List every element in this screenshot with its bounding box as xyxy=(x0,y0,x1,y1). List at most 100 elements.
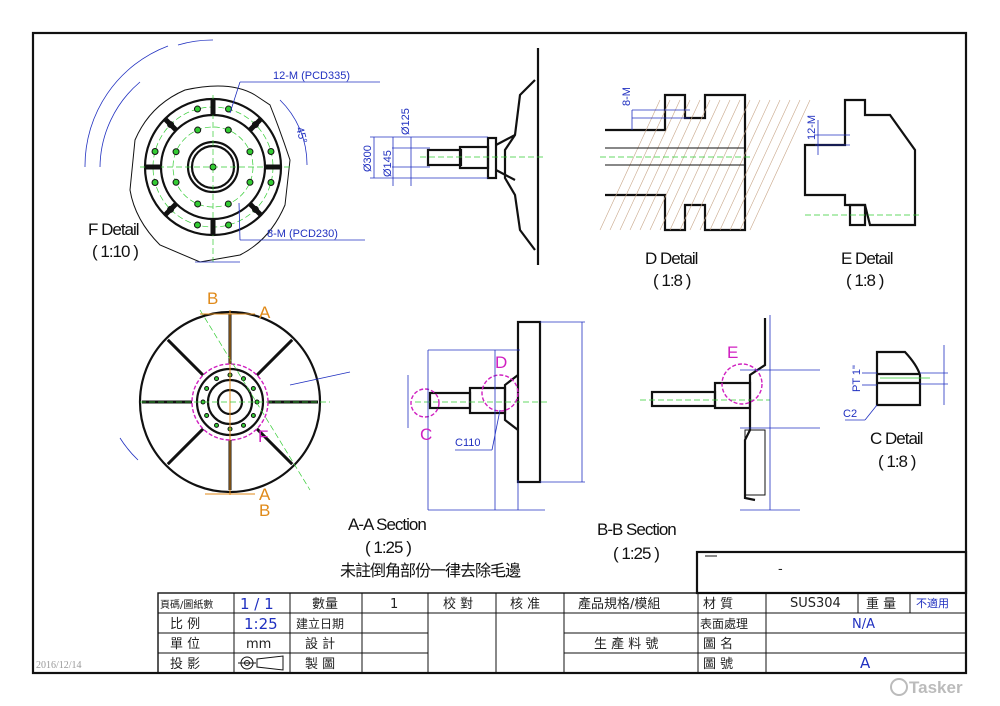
check-label: 校 對 xyxy=(443,596,473,612)
drawing-name-label: 圖 名 xyxy=(703,636,733,652)
bolt-hole-pcd230 xyxy=(172,178,180,186)
dim-145: Ø145 xyxy=(382,150,394,177)
bb-section-view: E B-B Section ( 1:25 ) xyxy=(597,315,820,563)
aa-section-title: A-A Section xyxy=(348,515,426,534)
material-label: 材 質 xyxy=(703,597,733,612)
weight-label: 重 量 xyxy=(866,596,896,612)
product-spec-label: 產品規格/模組 xyxy=(578,596,660,612)
e-detail-title: E Detail xyxy=(841,249,893,268)
detail-c-label: C xyxy=(420,425,432,444)
f-detail-scale: ( 1:10 ) xyxy=(92,242,138,261)
rib xyxy=(163,117,178,132)
drafting-label: 製 圖 xyxy=(305,657,335,672)
hub-hole xyxy=(241,376,246,382)
section-b-label-bottom: B xyxy=(259,501,270,520)
bolt-hole-pcd335 xyxy=(267,179,275,187)
created-date-label: 建立日期 xyxy=(296,616,344,631)
bolt-hole-pcd335 xyxy=(267,147,275,155)
bolt-hole-pcd230 xyxy=(224,200,232,208)
print-date: 2016/12/14 xyxy=(36,660,82,671)
hub-hole xyxy=(204,413,210,418)
d-detail-view: 8-M D Detail ( 1:8 ) xyxy=(599,87,811,290)
spoke xyxy=(166,427,205,466)
side-view: Ø300 Ø145 Ø125 xyxy=(362,48,545,265)
page-count-label: 頁碼/圖紙數 xyxy=(160,598,213,611)
deburr-note: 未註倒角部份一律去除毛邊 xyxy=(340,562,521,580)
rib xyxy=(248,202,263,217)
material-value: SUS304 xyxy=(790,596,841,611)
hatch-line xyxy=(749,99,811,231)
scale-value: 1:25 xyxy=(244,615,278,633)
d-detail-scale: ( 1:8 ) xyxy=(653,271,691,290)
page-count-value: 1 / 1 xyxy=(240,595,274,613)
scale-label: 比 例 xyxy=(170,617,200,632)
hub-hole xyxy=(250,386,256,391)
aa-section-view: C110 C D A-A Section ( 1:25 ) 未註倒角部份一律去除… xyxy=(340,320,585,580)
bolt-hole-pcd230 xyxy=(194,200,202,208)
f-detail-8m-note: 8-M (PCD230) xyxy=(267,228,338,240)
bb-section-title: B-B Section xyxy=(597,520,676,539)
bolt-hole-pcd335 xyxy=(151,147,159,155)
f-detail-title: F Detail xyxy=(88,220,139,239)
bolt-hole-pcd230 xyxy=(246,148,254,156)
detail-d-label: D xyxy=(495,353,507,372)
tasker-watermark: Tasker xyxy=(890,678,963,697)
top-box-dash: - xyxy=(778,562,783,577)
quantity-value: 1 xyxy=(390,597,398,612)
bolt-hole-pcd230 xyxy=(246,178,254,186)
unit-label: 單 位 xyxy=(170,637,200,652)
bolt-hole-pcd335 xyxy=(225,221,233,229)
part-number-label: 生 產 料 號 xyxy=(594,636,658,652)
hub-hole xyxy=(214,422,219,428)
hub-hole xyxy=(250,413,256,418)
rib xyxy=(248,117,263,132)
drawing-number-label: 圖 號 xyxy=(703,657,733,672)
d-detail-title: D Detail xyxy=(645,249,698,268)
spoke xyxy=(255,338,294,377)
dim-125: Ø125 xyxy=(400,108,412,135)
weight-value: 不適用 xyxy=(916,596,949,610)
drawing-number-value: A xyxy=(860,654,871,672)
spoke xyxy=(166,338,205,377)
bolt-hole-pcd335 xyxy=(193,105,201,113)
e-detail-dim: 12-M xyxy=(806,115,818,140)
f-detail-angle: 45° xyxy=(293,126,309,145)
aa-section-scale: ( 1:25 ) xyxy=(365,538,411,557)
quantity-label: 數量 xyxy=(312,597,338,612)
e-detail-view: 12-M E Detail ( 1:8 ) xyxy=(803,98,920,290)
rib xyxy=(163,202,178,217)
f-detail-12m-note: 12-M (PCD335) xyxy=(273,70,350,82)
e-detail-scale: ( 1:8 ) xyxy=(846,271,884,290)
projection-label: 投 影 xyxy=(170,656,200,672)
dim-c110: C110 xyxy=(455,437,480,449)
bolt-hole-pcd230 xyxy=(194,126,202,134)
third-angle-projection-icon xyxy=(238,655,284,671)
surface-treatment-value: N/A xyxy=(852,617,875,632)
c-detail-scale: ( 1:8 ) xyxy=(878,452,916,471)
c-detail-title: C Detail xyxy=(870,429,923,448)
bolt-hole-pcd335 xyxy=(151,179,159,187)
surface-treatment-label: 表面處理 xyxy=(700,617,748,631)
hub-hole xyxy=(204,386,210,391)
unit-value: mm xyxy=(246,637,271,652)
dim-c2: C2 xyxy=(843,408,857,420)
hatch-line xyxy=(739,99,801,231)
hatch-line xyxy=(719,99,781,231)
hub-hole xyxy=(241,422,246,428)
hub-hole xyxy=(214,376,219,382)
title-block: - 頁碼/圖紙數 1 / 1 數量 1 校 對 核 准 產品規格/模組 材 質 … xyxy=(157,550,968,674)
bolt-hole-pcd335 xyxy=(193,221,201,229)
hatch-line xyxy=(729,99,791,231)
bolt-hole-pcd230 xyxy=(224,126,232,134)
c-detail-view: PT 1" C2 C Detail ( 1:8 ) xyxy=(843,345,948,471)
d-detail-dim: 8-M xyxy=(621,87,633,106)
bb-section-scale: ( 1:25 ) xyxy=(613,544,659,563)
section-a-label-bottom: A xyxy=(259,485,271,504)
design-label: 設 計 xyxy=(305,636,335,652)
spoke xyxy=(255,427,294,466)
section-a-label-top: A xyxy=(259,303,271,322)
bolt-hole-pcd230 xyxy=(172,148,180,156)
detail-f-label: F xyxy=(258,427,268,446)
approve-label: 核 准 xyxy=(510,597,540,612)
